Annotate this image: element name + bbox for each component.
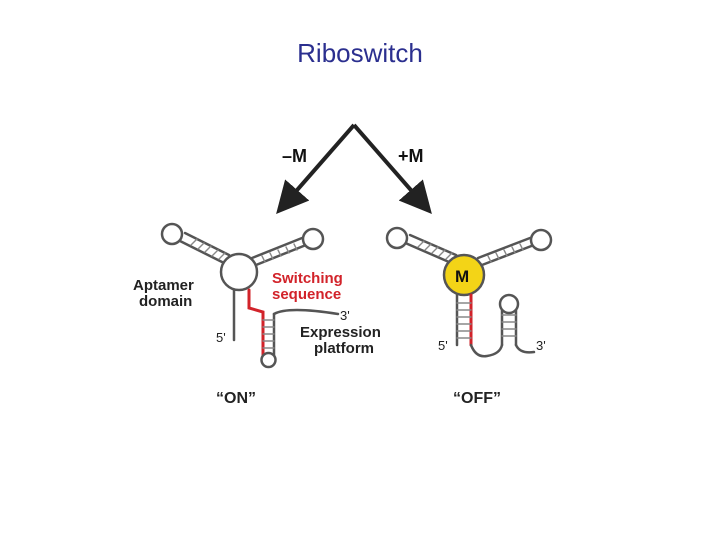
minus-m-label: –M	[282, 146, 307, 166]
aptamer-label-line2: domain	[139, 293, 192, 310]
arrow-plus-m	[352, 123, 432, 215]
plus-m-label: +M	[398, 146, 424, 166]
off-structure	[385, 226, 553, 358]
arrow-minus-m	[276, 123, 356, 215]
expression-label-line1: Expression	[300, 324, 381, 341]
on-three-prime: 3'	[340, 308, 350, 323]
branch-arrows	[276, 123, 432, 215]
on-left-arm	[160, 222, 231, 264]
off-left-arm	[385, 226, 458, 264]
on-five-prime: 5'	[216, 330, 226, 345]
ligand-circle	[442, 253, 486, 297]
slide-title: Riboswitch	[297, 38, 423, 68]
on-right-arm	[250, 227, 325, 267]
off-three-prime: 3'	[536, 338, 546, 353]
expression-label-line2: platform	[314, 340, 374, 357]
state-on-label: “ON”	[216, 390, 256, 407]
switching-label-line1: Switching	[272, 270, 343, 287]
on-structure	[160, 222, 340, 369]
ligand-m-label: M	[455, 267, 469, 286]
off-five-prime: 5'	[438, 338, 448, 353]
off-right-arm	[476, 228, 553, 267]
aptamer-label-line1: Aptamer	[133, 277, 194, 294]
switching-label-line2: sequence	[272, 286, 341, 303]
state-off-label: “OFF”	[453, 390, 501, 407]
